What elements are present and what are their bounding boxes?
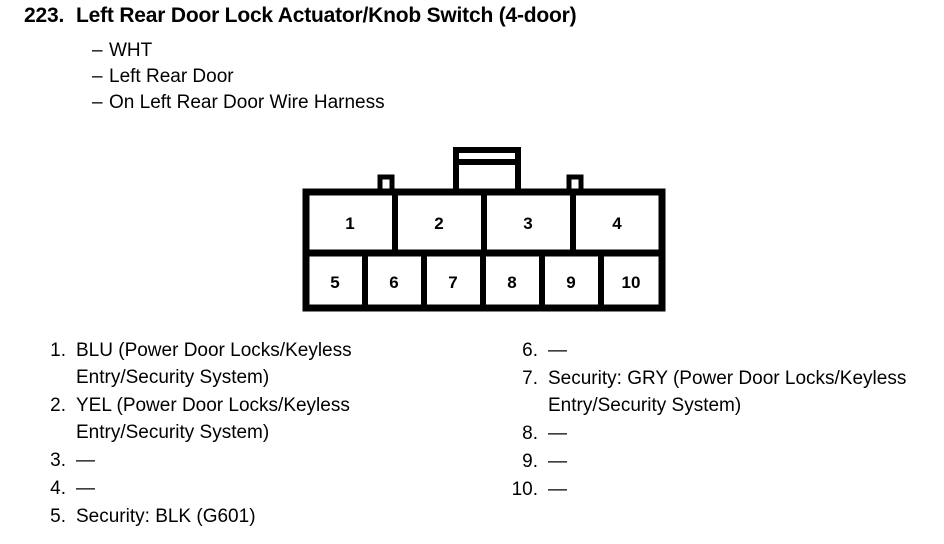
pin-list-item-text: — xyxy=(548,479,567,500)
center-latch-tab-icon xyxy=(453,147,521,196)
pin-list-item-number: 6. xyxy=(522,340,538,361)
pin-list-item: 1. BLU (Power Door Locks/Keyless Entry/S… xyxy=(28,337,468,391)
pin-list-item: 7. Security: GRY (Power Door Locks/Keyle… xyxy=(500,365,930,419)
dash-icon: – xyxy=(92,40,103,61)
pin-list-item-text: Security: GRY (Power Door Locks/Keyless … xyxy=(548,368,907,416)
pin-number-5: 5 xyxy=(330,273,339,292)
page-header: 223. Left Rear Door Lock Actuator/Knob S… xyxy=(24,4,924,28)
pin-list-item-text: — xyxy=(76,478,95,499)
pin-list-item: 5. Security: BLK (G601) xyxy=(28,503,468,530)
connector-diagram: 1 2 3 4 5 6 7 8 9 10 xyxy=(300,145,672,317)
pin-list-item: 8. — xyxy=(500,420,930,447)
bullet-item-label: Left Rear Door xyxy=(109,66,234,87)
pin-number-6: 6 xyxy=(389,273,398,292)
pin-list-item-number: 5. xyxy=(50,506,66,527)
bullet-item-location: – Left Rear Door xyxy=(92,64,385,90)
pin-list-item-number: 3. xyxy=(50,450,66,471)
pin-list-item-number: 1. xyxy=(50,340,66,361)
dash-icon: – xyxy=(92,92,103,113)
dash-icon: – xyxy=(92,66,103,87)
pin-number-7: 7 xyxy=(448,273,457,292)
bullet-item-label: On Left Rear Door Wire Harness xyxy=(109,92,385,113)
bullet-item-wire-color: – WHT xyxy=(92,38,385,64)
pin-list-item: 6. — xyxy=(500,337,930,364)
pin-number-3: 3 xyxy=(523,214,532,233)
pin-number-2: 2 xyxy=(434,214,443,233)
pin-list-item-number: 4. xyxy=(50,478,66,499)
bullet-item-harness: – On Left Rear Door Wire Harness xyxy=(92,90,385,116)
pin-list-item-text: YEL (Power Door Locks/Keyless Entry/Secu… xyxy=(76,395,350,443)
pin-list-item: 9. — xyxy=(500,448,930,475)
pin-number-8: 8 xyxy=(507,273,516,292)
pin-list-item-number: 9. xyxy=(522,451,538,472)
pin-list-item: 2. YEL (Power Door Locks/Keyless Entry/S… xyxy=(28,392,468,446)
pin-list-item: 4. — xyxy=(28,475,468,502)
pin-number-4: 4 xyxy=(612,214,622,233)
pin-list-item-number: 10. xyxy=(511,479,538,500)
header-bullet-list: – WHT – Left Rear Door – On Left Rear Do… xyxy=(92,38,385,116)
page-title: 223. Left Rear Door Lock Actuator/Knob S… xyxy=(24,4,924,28)
pin-list-item: 3. — xyxy=(28,447,468,474)
pin-list-left-column: 1. BLU (Power Door Locks/Keyless Entry/S… xyxy=(28,337,468,531)
page-title-text: Left Rear Door Lock Actuator/Knob Switch… xyxy=(76,4,577,27)
pin-list-item-text: Security: BLK (G601) xyxy=(76,506,256,527)
pin-number-1: 1 xyxy=(345,214,354,233)
pin-list-item-number: 7. xyxy=(522,368,538,389)
pin-number-10: 10 xyxy=(622,273,641,292)
pin-list-item-text: BLU (Power Door Locks/Keyless Entry/Secu… xyxy=(76,340,352,388)
pin-list-item-text: — xyxy=(548,451,567,472)
pin-list-item-text: — xyxy=(548,340,567,361)
pin-list-item: 10. — xyxy=(500,476,930,503)
pin-number-9: 9 xyxy=(566,273,575,292)
pin-list-item-number: 8. xyxy=(522,423,538,444)
bullet-item-label: WHT xyxy=(109,40,153,61)
pin-list-right-column: 6. — 7. Security: GRY (Power Door Locks/… xyxy=(500,337,930,504)
pin-list-item-text: — xyxy=(548,423,567,444)
page-title-number: 223. xyxy=(24,4,65,27)
pin-list-item-number: 2. xyxy=(50,395,66,416)
pin-list-item-text: — xyxy=(76,450,95,471)
